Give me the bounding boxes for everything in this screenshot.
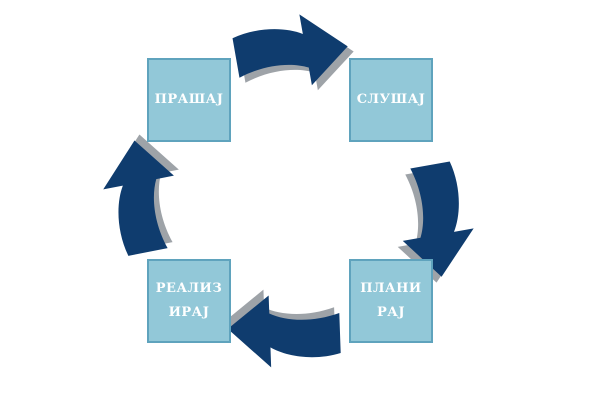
step-box-planiraj: ПЛАНИ РАЈ bbox=[349, 259, 433, 343]
arrow-body bbox=[230, 7, 354, 98]
step-label-planiraj-line2: РАЈ bbox=[376, 305, 405, 320]
arrow-realiziraj-to-prashaj bbox=[95, 128, 193, 259]
step-label-slushaj: СЛУШАЈ bbox=[356, 92, 426, 107]
arrow-prashaj-to-slushaj bbox=[230, 7, 360, 103]
step-box-slushaj: СЛУШАЈ bbox=[349, 58, 433, 142]
step-box-prashaj: ПРАШАЈ bbox=[147, 58, 231, 142]
arrow-body bbox=[226, 293, 342, 369]
arrow-body bbox=[95, 134, 188, 259]
step-label-planiraj-line1: ПЛАНИ bbox=[360, 281, 422, 296]
step-label-realiziraj-line2: ИРАЈ bbox=[168, 305, 210, 320]
step-label-prashaj: ПРАШАЈ bbox=[154, 92, 224, 107]
step-label-realiziraj-line1: РЕАЛИЗ bbox=[155, 281, 223, 296]
arrow-planiraj-to-realiziraj bbox=[221, 287, 342, 369]
step-box-realiziraj: РЕАЛИЗ ИРАЈ bbox=[147, 259, 231, 343]
